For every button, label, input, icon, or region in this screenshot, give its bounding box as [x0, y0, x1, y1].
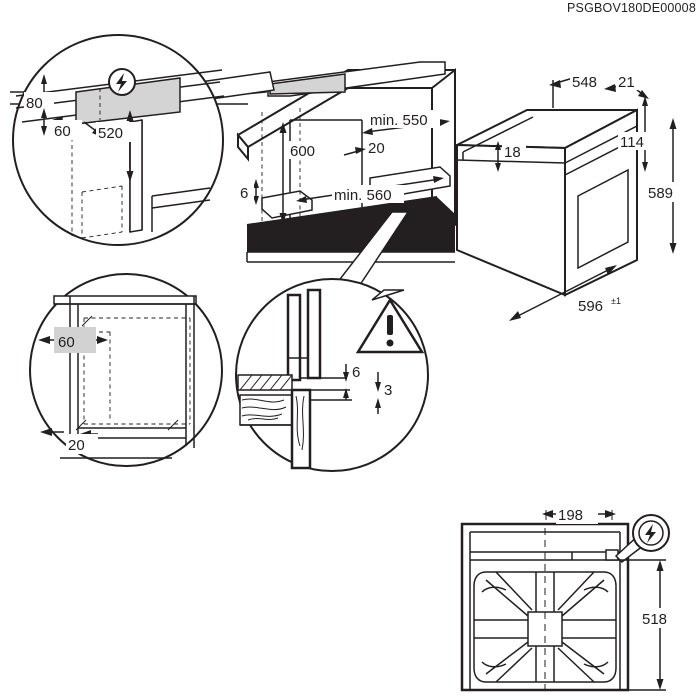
dimension-114: 114	[618, 96, 652, 172]
document-code: PSGBOV180DE00008	[567, 1, 696, 15]
worktop-gap-warning-detail: 6 3	[235, 278, 429, 472]
dimension-198: 198	[542, 504, 616, 524]
dimension-6-center-label: 6	[240, 185, 248, 202]
dimension-60-bottom: 60	[38, 327, 108, 353]
dimension-min-560: min. 560	[296, 176, 444, 204]
cabinet-niche-detail: 600 min. 550 min. 560	[10, 61, 456, 301]
dimension-20-center-label: 20	[368, 140, 385, 157]
dimension-80-label: 80	[26, 95, 43, 112]
lightning-bolt-icon	[108, 68, 136, 96]
dimension-min-550: min. 550	[362, 110, 450, 135]
dimension-21-label: 21	[618, 74, 635, 91]
hatch-pattern	[239, 374, 293, 391]
dimension-518: 518	[620, 559, 680, 691]
wood-grain-icon	[241, 398, 287, 421]
dimension-3-gap-label: 3	[384, 382, 392, 399]
warning-triangle-icon	[355, 297, 425, 354]
oven-appliance-dimensions: 548 21 18	[456, 72, 684, 321]
dimension-548: 548	[549, 72, 608, 108]
dimension-589: 589	[646, 118, 684, 254]
dimension-6-gap: 6	[343, 362, 366, 382]
dimension-600: 600	[279, 122, 324, 224]
dimension-548-label: 548	[572, 74, 597, 91]
plinth-clearance-detail: 60 20	[29, 273, 223, 467]
dimension-6-center: 6	[238, 179, 259, 205]
dimension-6-gap-label: 6	[352, 364, 360, 381]
dimension-60-top: 60	[41, 108, 104, 140]
dimension-min-560-label: min. 560	[334, 187, 392, 204]
wood-grain-vertical-icon	[295, 395, 305, 451]
hob-cutout-plan-view: 198 518	[460, 504, 680, 696]
dimension-198-label: 198	[558, 507, 583, 524]
dimension-20-bottom: 20	[40, 428, 98, 454]
dimension-20-bottom-label: 20	[68, 437, 85, 454]
dimension-596-tolerance: ±1	[611, 296, 621, 306]
dimension-min-550-label: min. 550	[370, 112, 428, 129]
dimension-596: 596 ±1	[509, 265, 624, 321]
dimension-18-label: 18	[504, 144, 521, 161]
dimension-518-label: 518	[642, 611, 667, 628]
dimension-60-bottom-label: 60	[58, 334, 75, 351]
dimension-114-label: 114	[620, 134, 644, 151]
dimension-21: 21	[604, 72, 649, 99]
dimension-60-top-label: 60	[54, 123, 71, 140]
electrical-connection-detail: 80 60 520	[12, 34, 275, 246]
dimension-520: 520	[96, 110, 134, 182]
dimension-20-center: 20	[343, 138, 390, 157]
dimension-80: 80	[24, 74, 54, 112]
gap-arrows	[343, 388, 349, 400]
dimension-520-label: 520	[98, 125, 123, 142]
dimension-18: 18	[495, 141, 526, 172]
dimension-600-label: 600	[290, 143, 315, 160]
dimension-3-gap: 3	[375, 372, 398, 414]
dimension-589-label: 589	[648, 185, 673, 202]
dimension-596-label: 596	[578, 298, 603, 315]
